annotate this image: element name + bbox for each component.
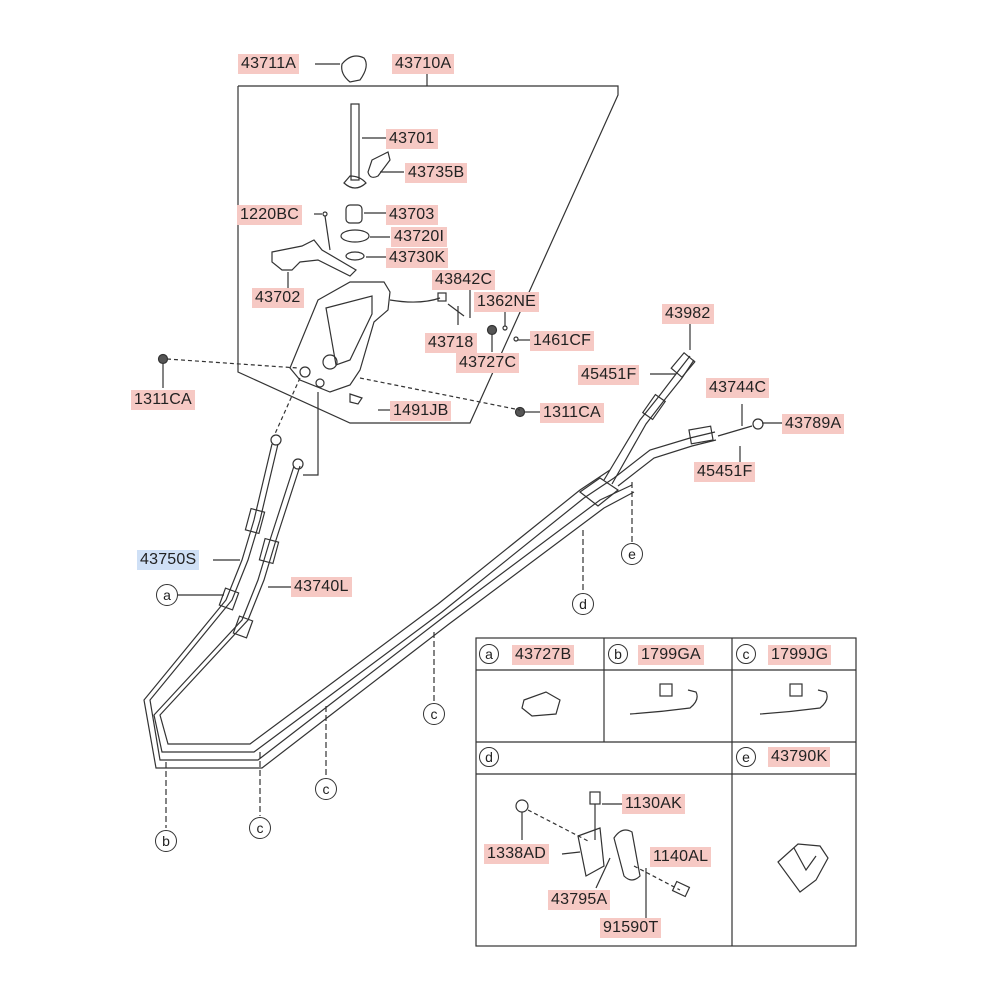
cable-43750S [149,443,633,761]
part-label-43711A[interactable]: 43711A [238,54,300,74]
part-label-1311CA-right[interactable]: 1311CA [540,403,604,423]
cable-end-lower [613,431,716,479]
legend-table [475,637,857,947]
callout-b: b [155,830,177,852]
cable-tie-1799JG-icon [759,689,828,715]
part-label-45451F-top[interactable]: 45451F [578,365,640,385]
part-label-1338AD[interactable]: 1338AD [484,844,550,864]
plate-43720I [340,229,370,243]
callout-c-2: c [315,778,337,800]
part-label-43701[interactable]: 43701 [386,129,438,149]
part-label-1799GA[interactable]: 1799GA [638,645,704,665]
cable-end-upper [603,355,691,481]
part-label-43710A[interactable]: 43710A [392,54,455,74]
washer-43730K [345,251,365,261]
bushing-43703 [345,204,363,224]
part-label-1491JB[interactable]: 1491JB [390,401,452,421]
callout-a: a [156,584,178,606]
part-label-1362NE[interactable]: 1362NE [474,292,540,312]
legend-key-e: e [736,747,756,767]
part-label-43842C[interactable]: 43842C [432,270,496,290]
part-label-43744C[interactable]: 43744C [706,378,770,398]
part-label-43727B[interactable]: 43727B [512,645,575,665]
part-label-1140AL[interactable]: 1140AL [650,847,712,867]
part-label-1461CF[interactable]: 1461CF [530,331,595,351]
part-label-1311CA-left[interactable]: 1311CA [131,390,195,410]
legend-key-b: b [608,644,628,664]
clip-43727B-icon [521,691,561,717]
cable-43740L [159,465,611,745]
part-label-43750S[interactable]: 43750S [137,550,200,570]
part-label-43795A[interactable]: 43795A [548,890,611,910]
legend-key-c: c [736,644,756,664]
part-label-43702[interactable]: 43702 [252,288,304,308]
cover-43790K-icon [777,843,829,893]
legend-key-a: a [479,644,499,664]
part-label-43730K[interactable]: 43730K [386,248,449,268]
clip-43735B [367,151,391,178]
part-label-91590T[interactable]: 91590T [600,918,662,938]
part-label-1799JG[interactable]: 1799JG [768,645,832,665]
part-label-1220BC[interactable]: 1220BC [237,205,303,225]
shift-lever [350,103,360,181]
callout-e: e [621,543,643,565]
part-label-43720I[interactable]: 43720I [391,227,448,247]
bracket-43795A-icon [577,827,605,877]
lever-arm-43702 [271,239,357,277]
assembly-frame [237,85,619,424]
part-label-1130AK[interactable]: 1130AK [622,794,685,814]
shift-knob [341,55,367,83]
part-label-45451F-bottom[interactable]: 45451F [694,462,756,482]
part-label-43718[interactable]: 43718 [425,333,477,353]
part-label-43703[interactable]: 43703 [386,205,438,225]
shifter-bracket [289,281,391,393]
callout-c-3: c [423,703,445,725]
part-label-43735B[interactable]: 43735B [405,163,468,183]
callout-d: d [572,593,594,615]
legend-key-d: d [479,747,499,767]
part-label-43727C[interactable]: 43727C [456,353,520,373]
callout-c-1: c [249,817,271,839]
part-label-43740L[interactable]: 43740L [291,577,352,597]
part-label-43982[interactable]: 43982 [662,304,714,324]
cable-tie-1799GA-icon [629,689,698,715]
part-label-43790K[interactable]: 43790K [768,747,831,767]
part-label-43789A[interactable]: 43789A [782,414,845,434]
